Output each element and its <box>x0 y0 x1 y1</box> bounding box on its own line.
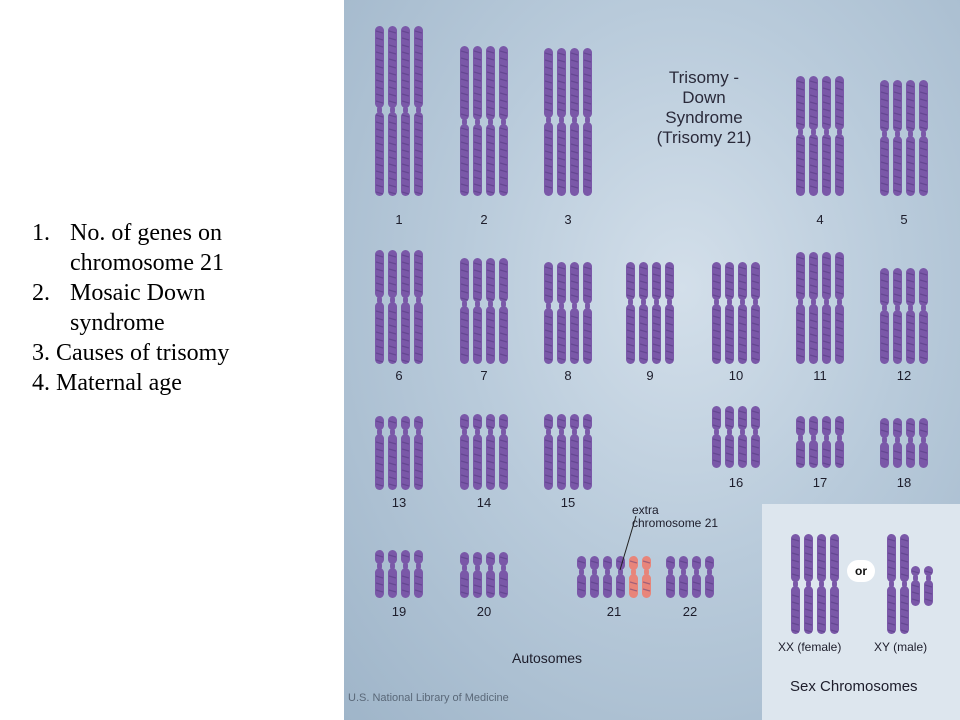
chromosome-pair-4 <box>796 76 844 196</box>
xx-chromosomes <box>791 534 839 634</box>
chromosome-number-14: 14 <box>476 495 492 510</box>
list-text: No. of genes on <box>70 220 222 246</box>
list-item: 3. Causes of trisomy <box>32 338 332 368</box>
chromosome-pair-9 <box>626 262 674 364</box>
karyotype-drawing <box>375 26 933 634</box>
or-badge: or <box>847 560 875 582</box>
list-text: syndrome <box>70 310 165 336</box>
chromosome-pair-5 <box>880 80 928 196</box>
chromosome-pair-21 <box>577 556 651 598</box>
chromosome-number-6: 6 <box>395 368 403 383</box>
chromosome-number-9: 9 <box>646 368 654 383</box>
chromosome-number-15: 15 <box>560 495 576 510</box>
chromosome-pair-3 <box>544 48 592 196</box>
list-item-continuation: chromosome 21 <box>32 248 332 278</box>
list-text: Mosaic Down <box>70 280 206 306</box>
chromosome-pair-18 <box>880 418 928 468</box>
chromosome-pair-10 <box>712 262 760 364</box>
list-text: chromosome 21 <box>70 250 224 276</box>
chromosome-pair-15 <box>544 414 592 490</box>
chromosome-number-13: 13 <box>391 495 407 510</box>
chromosome-pair-1 <box>375 26 423 196</box>
chromosome-number-21: 21 <box>606 604 622 619</box>
xy-male-label: XY (male) <box>874 640 928 654</box>
topic-list: 1. No. of genes on chromosome 21 2. Mosa… <box>32 218 332 398</box>
chromosome-pair-6 <box>375 250 423 364</box>
karyotype-title: Trisomy - Down Syndrome (Trisomy 21) <box>656 68 752 147</box>
list-text: Causes of trisomy <box>56 340 230 366</box>
list-item: 4. Maternal age <box>32 368 332 398</box>
chromosome-number-18: 18 <box>896 475 912 490</box>
list-number: 1. <box>32 220 50 246</box>
chromosome-pair-13 <box>375 416 423 490</box>
chromosome-number-2: 2 <box>480 212 488 227</box>
chromosome-pair-20 <box>460 552 508 598</box>
chromosome-number-7: 7 <box>480 368 488 383</box>
chromosome-number-8: 8 <box>564 368 572 383</box>
chromosome-number-17: 17 <box>812 475 828 490</box>
extra-chromosome-pointer <box>619 515 637 571</box>
chromosome-number-16: 16 <box>728 475 744 490</box>
list-item: 2. Mosaic Down <box>32 278 332 308</box>
autosomes-label: Autosomes <box>512 650 583 666</box>
chromosome-number-19: 19 <box>391 604 407 619</box>
chromosome-number-12: 12 <box>896 368 912 383</box>
chromosome-number-11: 11 <box>813 368 827 383</box>
chromosome-pair-11 <box>796 252 844 364</box>
chromosome-number-3: 3 <box>564 212 572 227</box>
list-number: 2. <box>32 280 50 306</box>
xx-female-label: XX (female) <box>778 640 842 654</box>
list-number: 4. <box>32 370 50 396</box>
list-item-continuation: syndrome <box>32 308 332 338</box>
credit-label: U.S. National Library of Medicine <box>348 692 509 704</box>
sex-chromosomes-label: Sex Chromosomes <box>790 678 918 695</box>
chromosome-pair-2 <box>460 46 508 196</box>
chromosome-number-1: 1 <box>395 212 403 227</box>
chromosome-pair-12 <box>880 268 928 364</box>
xy-chromosomes <box>887 534 933 634</box>
chromosome-pair-16 <box>712 406 760 468</box>
chromosome-pair-17 <box>796 416 844 468</box>
extra-chromosome-label: extra chromosome 21 <box>632 503 719 530</box>
chromosome-pair-14 <box>460 414 508 490</box>
list-item: 1. No. of genes on <box>32 218 332 248</box>
chromosome-number-20: 20 <box>476 604 492 619</box>
chromosome-pair-19 <box>375 550 423 598</box>
chromosome-number-4: 4 <box>816 212 824 227</box>
chromosome-number-10: 10 <box>728 368 744 383</box>
chromosome-pair-8 <box>544 262 592 364</box>
list-number: 3. <box>32 340 50 366</box>
chromosome-number-5: 5 <box>900 212 908 227</box>
chromosome-pair-7 <box>460 258 508 364</box>
list-text: Maternal age <box>56 370 182 396</box>
chromosome-number-22: 22 <box>682 604 698 619</box>
chromosome-pair-22 <box>666 556 714 598</box>
